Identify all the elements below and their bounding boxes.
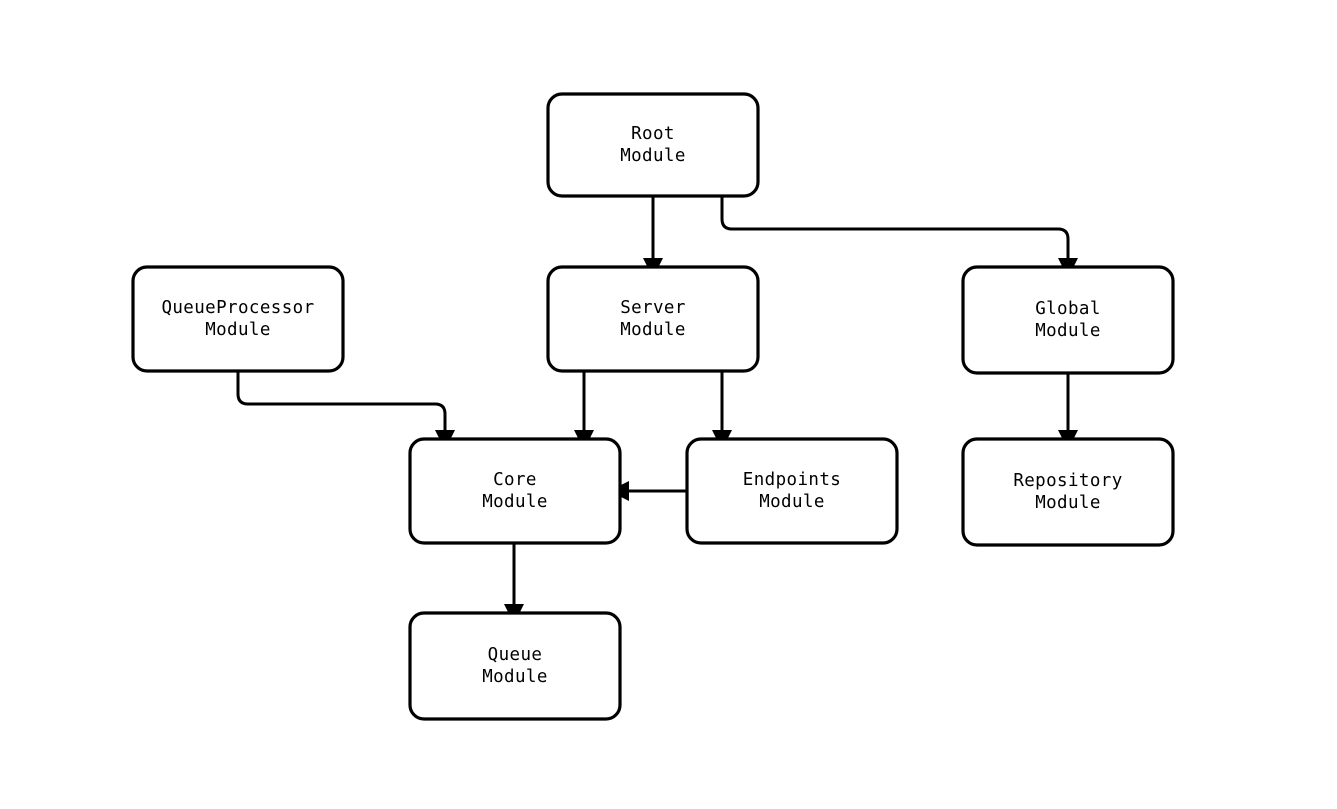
node-label-line1: Core <box>493 470 537 490</box>
node-label-line1: Queue <box>488 645 543 665</box>
node-box[interactable] <box>408 437 622 545</box>
node-label-line2: Module <box>759 492 825 512</box>
node-box[interactable] <box>961 437 1175 547</box>
node-label-line2: Module <box>482 667 548 687</box>
node-label-line2: Module <box>1035 321 1101 341</box>
edge-line <box>720 196 1070 258</box>
nodes-layer: RootModuleQueueProcessorModuleServerModu… <box>131 92 1175 721</box>
node-label-line1: Endpoints <box>743 470 841 490</box>
node-label-line1: Repository <box>1013 471 1122 491</box>
node-label-line2: Module <box>205 320 271 340</box>
node-label-line2: Module <box>620 320 686 340</box>
node-label-line2: Module <box>1035 493 1101 513</box>
node-box[interactable] <box>408 611 622 721</box>
node-label-line1: Global <box>1035 299 1101 319</box>
node-label-line2: Module <box>620 146 686 166</box>
node-label-line1: Root <box>631 124 675 144</box>
node-box[interactable] <box>961 265 1175 375</box>
edges-layer <box>236 196 1078 624</box>
node-label-line2: Module <box>482 492 548 512</box>
node-box[interactable] <box>546 265 760 373</box>
node-box[interactable] <box>685 437 899 545</box>
node-label-line1: QueueProcessor <box>161 298 314 318</box>
node-label-line1: Server <box>620 298 686 318</box>
edge-line <box>236 371 447 430</box>
node-box[interactable] <box>131 265 345 373</box>
node-box[interactable] <box>546 92 760 198</box>
